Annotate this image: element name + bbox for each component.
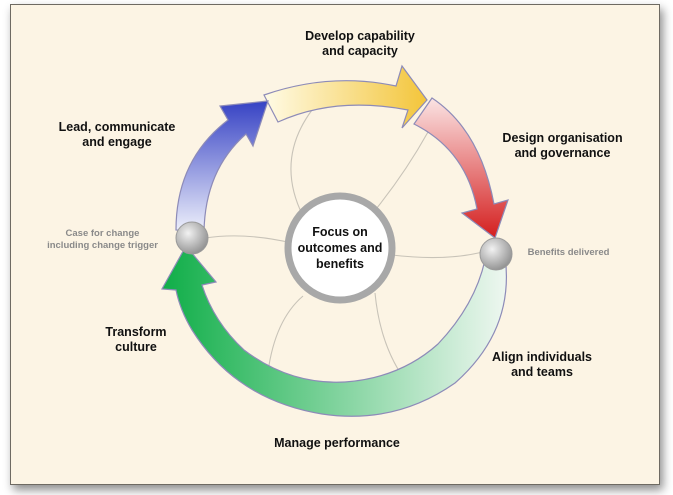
start-marker-label: Case for change including change trigger xyxy=(47,228,158,251)
blue-arrow xyxy=(175,100,269,233)
end-marker-label: Benefits delivered xyxy=(527,247,610,258)
end-marker-ball xyxy=(479,237,513,271)
stage-label-lead: Lead, communicate and engage xyxy=(58,120,176,149)
start-marker-ball xyxy=(175,221,209,255)
yellow-arrow xyxy=(263,64,428,129)
red-arrow xyxy=(413,97,509,239)
stage-label-align: Align individuals and teams xyxy=(491,350,592,379)
stage-label-manage: Manage performance xyxy=(274,436,400,450)
spokes xyxy=(204,109,491,381)
stage-label-develop: Develop capability and capacity xyxy=(305,29,415,58)
center-circle xyxy=(284,192,396,304)
center-label-line1: Focus on xyxy=(312,225,368,239)
stage-label-transform: Transform culture xyxy=(105,325,167,354)
stage-label-design: Design organisation and governance xyxy=(502,131,623,160)
center-label: Focus on outcomes and benefits xyxy=(290,224,390,272)
center-label-line2: outcomes and xyxy=(297,241,383,255)
center-label-line3: benefits xyxy=(316,257,364,271)
green-arrow xyxy=(161,244,508,417)
